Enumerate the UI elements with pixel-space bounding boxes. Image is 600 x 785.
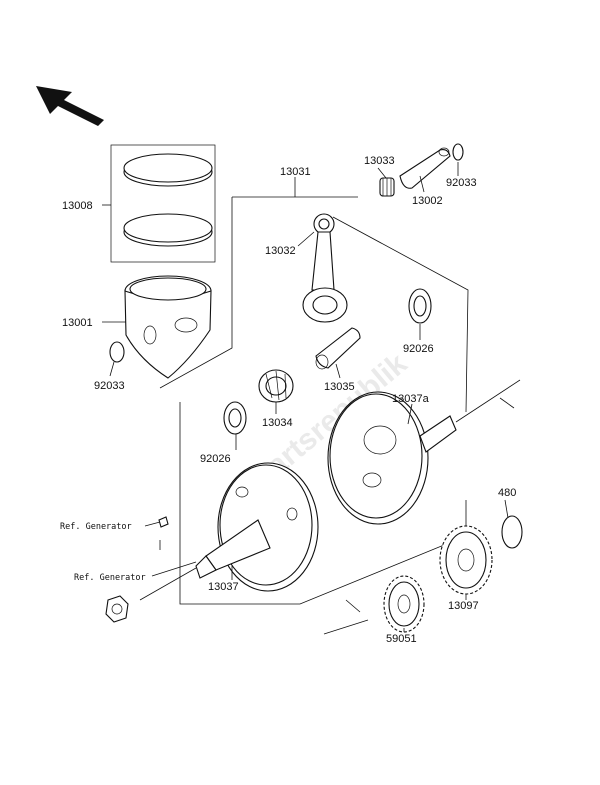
label-13002: 13002 (412, 195, 443, 207)
crankshaft-half-left (139, 462, 319, 601)
small-end-bearing (379, 177, 395, 197)
label-13037a: 13037a (392, 393, 430, 405)
woodruff-key (158, 516, 169, 528)
label-13031: 13031 (280, 166, 311, 178)
circlip-left (109, 341, 125, 363)
label-13097: 13097 (448, 600, 479, 612)
assembly-outline (159, 196, 469, 605)
piston-pin (399, 147, 451, 189)
big-end-bearing (258, 369, 294, 403)
label-92026-left: 92026 (200, 453, 231, 465)
circlip-480 (501, 515, 523, 549)
leader-lines (102, 162, 509, 632)
direction-arrow-icon (36, 86, 104, 126)
label-13032: 13032 (265, 245, 296, 257)
connecting-rod (302, 213, 348, 323)
label-13001: 13001 (62, 317, 93, 329)
thrust-washer-left (223, 401, 247, 435)
circlip-top (452, 143, 464, 161)
gear-59051 (323, 575, 425, 635)
crank-pin (315, 327, 361, 370)
flange-nut (105, 595, 129, 623)
label-ref-generator-1: Ref. Generator (60, 522, 132, 532)
label-13008: 13008 (62, 200, 93, 212)
label-59051: 59051 (386, 633, 417, 645)
label-92033-top: 92033 (446, 177, 477, 189)
label-13035: 13035 (324, 381, 355, 393)
label-ref-generator-2: Ref. Generator (74, 573, 146, 583)
thrust-washer-right (408, 288, 432, 324)
piston-rings (110, 144, 216, 263)
crankshaft-half-right (327, 379, 521, 525)
label-13034: 13034 (262, 417, 293, 429)
piston (124, 275, 212, 379)
label-92033-left: 92033 (94, 380, 125, 392)
label-13033: 13033 (364, 155, 395, 167)
gear-13097 (439, 525, 493, 595)
label-13037: 13037 (208, 581, 239, 593)
label-480: 480 (498, 487, 516, 499)
label-92026-right: 92026 (403, 343, 434, 355)
